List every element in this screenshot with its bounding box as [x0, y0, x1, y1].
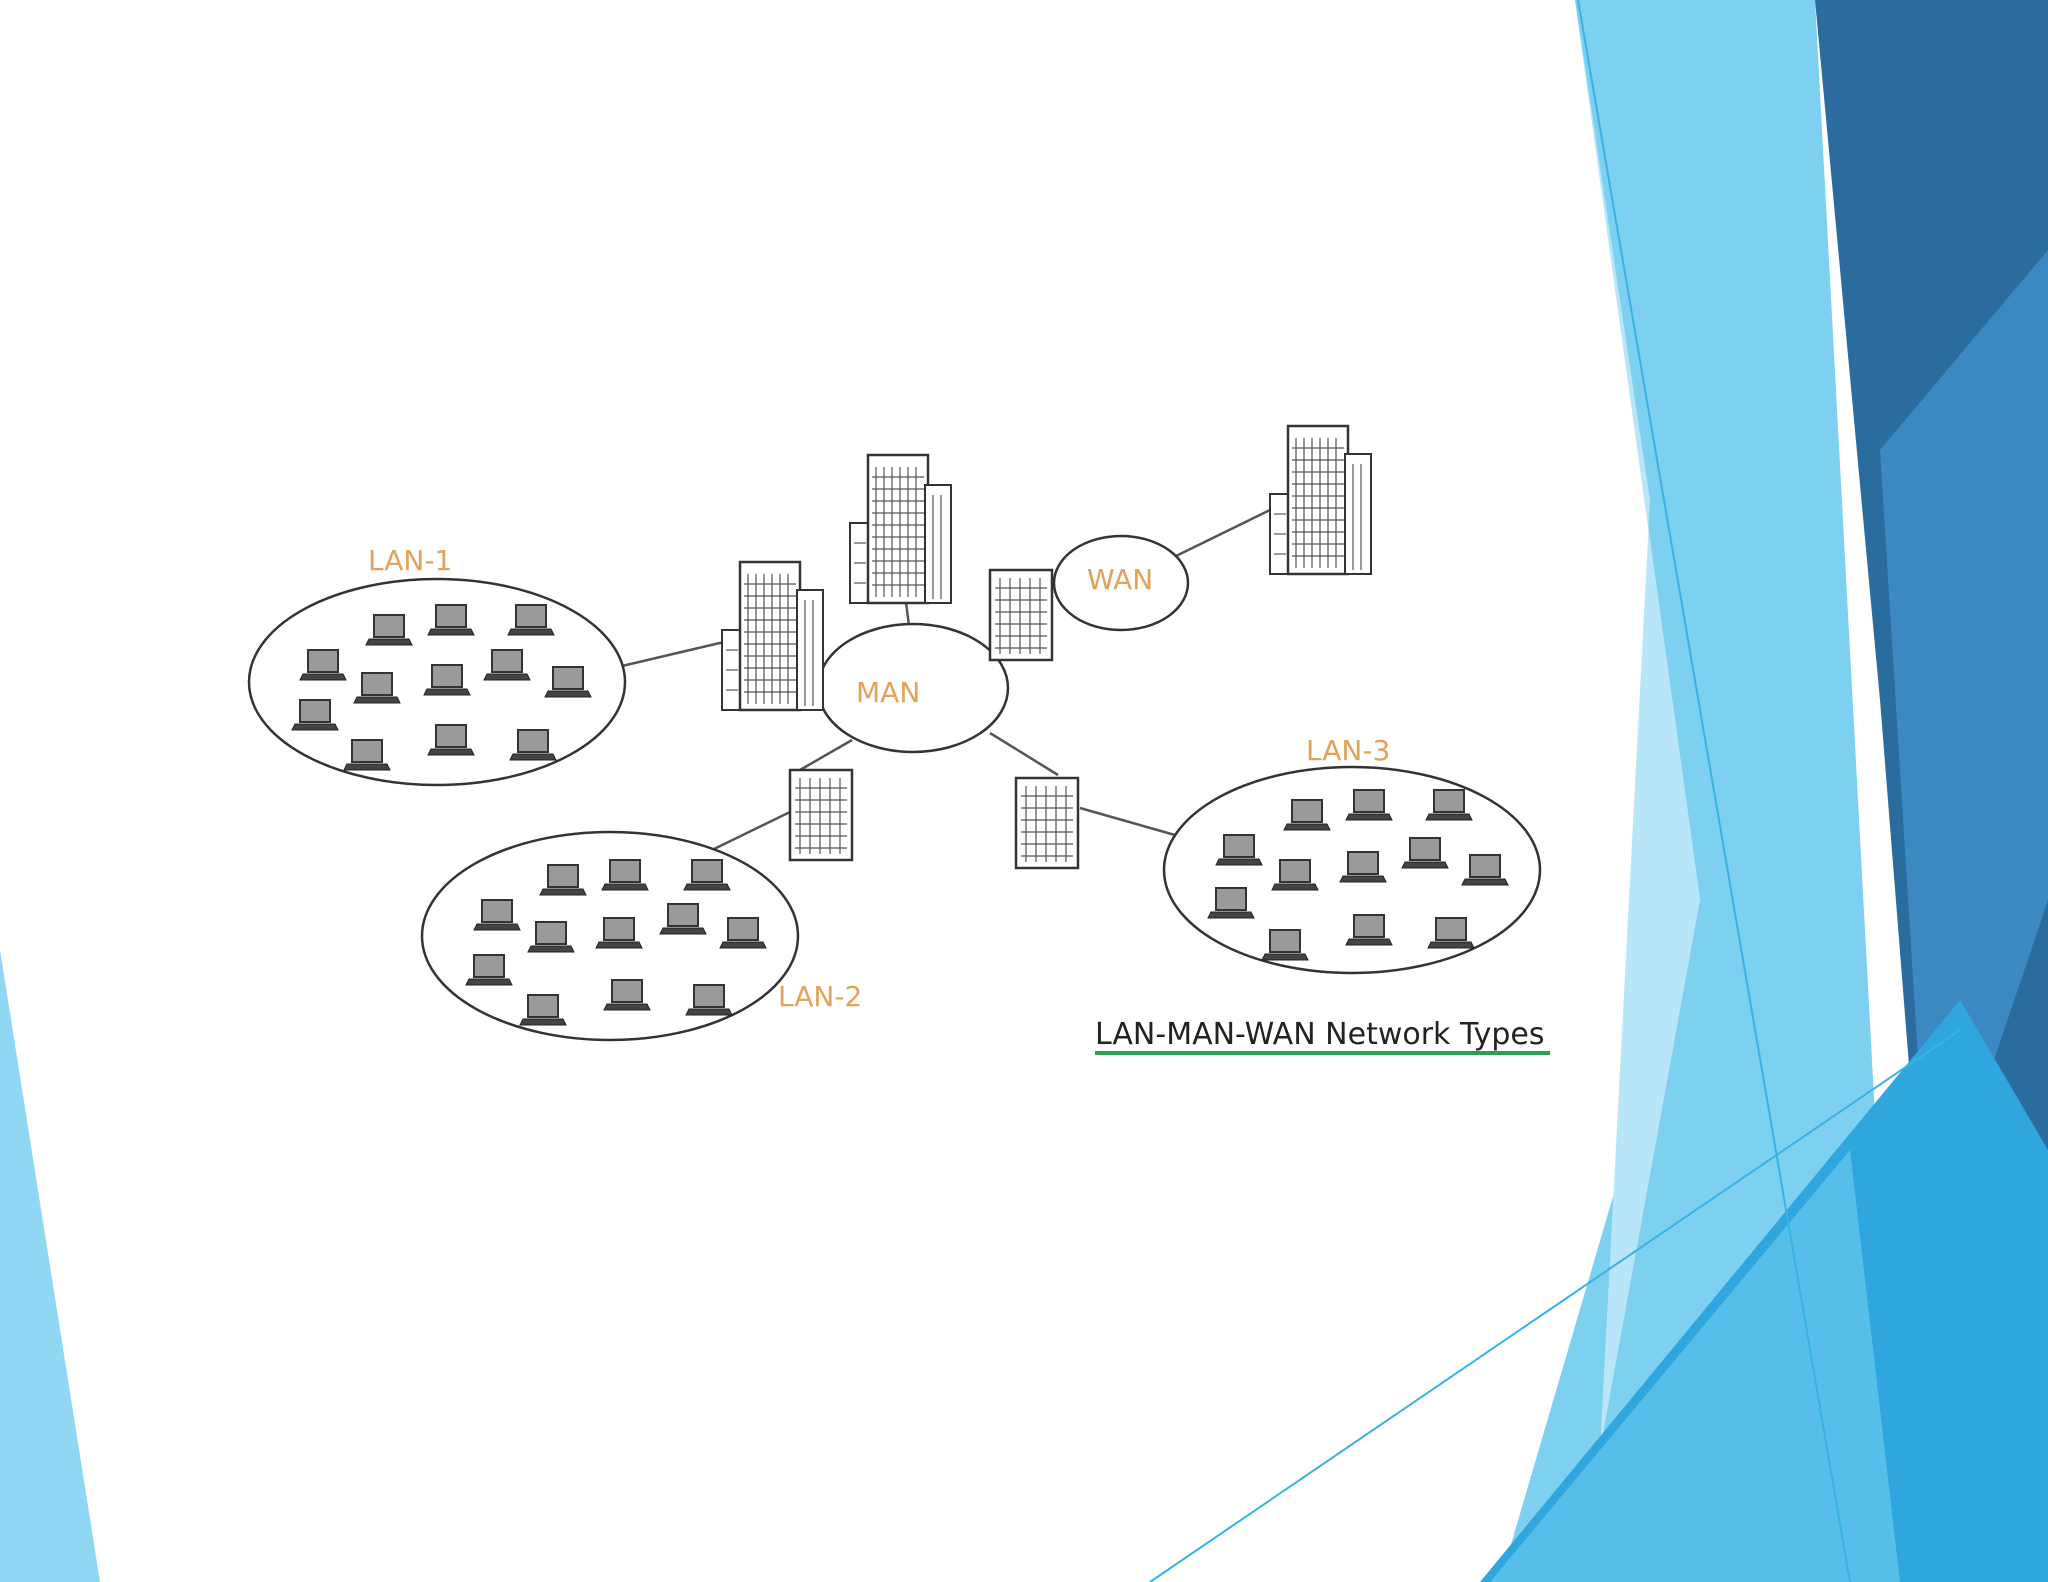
laptop-icon — [685, 984, 733, 1016]
decor-right-light — [1500, 0, 1900, 1582]
building-icon — [849, 453, 952, 605]
decor-left-bar — [0, 950, 100, 1582]
link-man-lan3 — [989, 731, 1059, 777]
decor-right-mid — [1880, 250, 2048, 1250]
laptop-icon — [1339, 851, 1387, 883]
link-lan3-building — [1079, 806, 1176, 837]
decor-thin-line-1 — [1577, 0, 1851, 1582]
building-icon — [988, 568, 1054, 662]
decor-thin-line-2 — [1149, 1029, 1961, 1582]
laptop-icon — [1215, 834, 1263, 866]
laptop-icon — [343, 739, 391, 771]
laptop-icon — [719, 917, 767, 949]
man-label: MAN — [856, 676, 920, 709]
wan-label: WAN — [1087, 563, 1153, 596]
laptop-icon — [507, 604, 555, 636]
link-lan1-building — [621, 640, 725, 668]
laptop-icon — [365, 614, 413, 646]
building-icon — [721, 560, 824, 712]
laptop-icon — [291, 699, 339, 731]
laptop-icon — [683, 859, 731, 891]
link-man-lan2 — [799, 738, 853, 772]
laptop-icon — [427, 604, 475, 636]
laptops — [291, 604, 1509, 1026]
lan2-label: LAN-2 — [778, 980, 862, 1013]
laptop-icon — [1461, 854, 1509, 886]
building-icon — [788, 768, 854, 862]
buildings — [721, 424, 1372, 870]
lan1-label: LAN-1 — [368, 544, 452, 577]
link-lan2-building — [711, 810, 791, 852]
lan3-label: LAN-3 — [1306, 734, 1390, 767]
laptop-icon — [603, 979, 651, 1011]
building-icon — [1014, 776, 1080, 870]
laptop-icon — [544, 666, 592, 698]
laptop-icon — [1207, 887, 1255, 919]
laptop-icon — [1345, 789, 1393, 821]
laptop-icon — [1425, 789, 1473, 821]
laptop-icon — [509, 729, 557, 761]
laptop-icon — [465, 954, 513, 986]
laptop-icon — [539, 864, 587, 896]
laptop-icon — [1283, 799, 1331, 831]
laptop-icon — [595, 917, 643, 949]
laptop-icon — [1261, 929, 1309, 961]
diagram-labels: LAN-1 LAN-2 LAN-3 MAN WAN — [368, 544, 1390, 1013]
laptop-icon — [299, 649, 347, 681]
laptop-icon — [423, 664, 471, 696]
laptop-icon — [1427, 917, 1475, 949]
laptop-icon — [1345, 914, 1393, 946]
wan-cloud — [1052, 534, 1190, 632]
diagram-title: LAN-MAN-WAN Network Types — [1095, 1017, 1550, 1055]
diagram-title-text: LAN-MAN-WAN Network Types — [1095, 1017, 1545, 1052]
laptop-icon — [473, 899, 521, 931]
laptop-icon — [519, 994, 567, 1026]
laptop-icon — [1271, 859, 1319, 891]
decor-bottom-lightblue — [1490, 1150, 1900, 1582]
laptop-icon — [483, 649, 531, 681]
building-icon — [1269, 424, 1372, 576]
laptop-icon — [659, 903, 707, 935]
link-wan-building-right — [1175, 508, 1271, 558]
laptop-icon — [601, 859, 649, 891]
laptop-icon — [353, 672, 401, 704]
laptop-icon — [427, 724, 475, 756]
decor-right-pale — [1575, 0, 1700, 1450]
laptop-icon — [1401, 837, 1449, 869]
laptop-icon — [527, 921, 575, 953]
